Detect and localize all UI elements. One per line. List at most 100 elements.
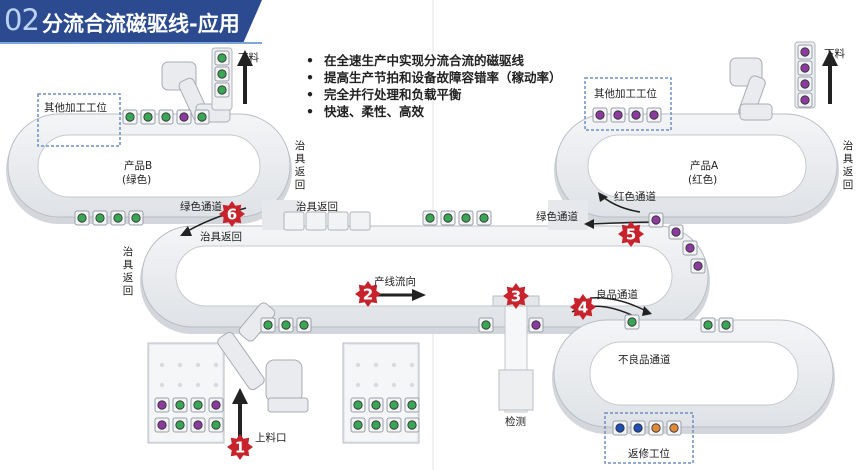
carrier-product: [703, 320, 713, 330]
pallet-slot: [373, 362, 379, 368]
carrier-product: [263, 320, 273, 330]
label-product-b: 产品B: [124, 160, 153, 172]
label-other-station-left: 其他加工工位: [44, 102, 107, 114]
label-red-channel: 红色通道: [614, 191, 656, 203]
label-repair-station: 返修工位: [628, 448, 670, 460]
bullet-item: 快速、柔性、高效: [304, 103, 562, 120]
pallet-slot: [159, 362, 165, 368]
carrier-product: [651, 215, 661, 225]
pallet-slot: [213, 382, 219, 388]
carrier-product: [531, 320, 541, 330]
label-fixture-return-right-upper: 治具返回: [842, 140, 854, 191]
pallet-slot: [355, 362, 361, 368]
pallet-slot: [159, 382, 165, 388]
arrow-unload-left-head: [237, 50, 253, 66]
carrier-product: [131, 213, 141, 223]
carrier-product: [721, 320, 731, 330]
carrier-product: [479, 213, 489, 223]
carrier-product: [193, 400, 203, 410]
carrier-product: [631, 110, 641, 120]
arrow-green-left-head: [180, 226, 192, 236]
carrier-group: [74, 44, 813, 436]
bullet-list: 在全速生产中实现分流合流的磁驱线 提高生产节拍和设备故障容错率（稼动率） 完全并…: [304, 52, 562, 120]
label-green-channel-right: 绿色通道: [536, 211, 578, 223]
station-box-other-right: [584, 77, 672, 131]
marker-star: [227, 434, 253, 460]
carrier-product: [211, 420, 221, 430]
arrow-flow-head: [412, 289, 426, 301]
carrier-product: [627, 317, 637, 327]
station-box-repair: [604, 412, 694, 464]
connector-right: [548, 200, 588, 230]
carrier-product: [615, 423, 625, 433]
carrier-product: [389, 400, 399, 410]
pallet-slot: [409, 382, 415, 388]
carrier-product: [125, 112, 135, 122]
section-number: 02: [4, 3, 40, 37]
bullet-item: 提高生产节拍和设备故障容错率（稼动率）: [304, 69, 562, 86]
carrier-product: [595, 110, 605, 120]
carrier-product: [217, 69, 227, 79]
label-product-a: 产品A: [690, 160, 719, 172]
arrow-green-right-head: [584, 219, 594, 229]
carrier-product: [371, 400, 381, 410]
carrier-product: [671, 227, 681, 237]
carrier-product: [217, 85, 227, 95]
pallet-slot: [409, 362, 415, 368]
carrier-product: [179, 112, 189, 122]
carrier-product: [211, 400, 221, 410]
label-other-station-right: 其他加工工位: [594, 88, 657, 100]
carrier-product: [281, 320, 291, 330]
marker-number: 2: [363, 286, 373, 304]
track-loop-defect: [552, 319, 835, 434]
carrier-product: [193, 420, 203, 430]
fixture-buffer: [283, 211, 371, 231]
carrier-product: [299, 320, 309, 330]
carrier-product: [175, 420, 185, 430]
carrier-product: [143, 112, 153, 122]
label-good-channel: 良品通道: [596, 289, 638, 301]
arrow-good-out: [589, 297, 649, 313]
pallet-slot: [391, 382, 397, 388]
pallet-slot: [195, 362, 201, 368]
marker-star: [355, 281, 381, 307]
carrier-product: [389, 420, 399, 430]
arrow-loading-head: [232, 388, 248, 404]
carrier-product: [613, 110, 623, 120]
label-product-b-color: (绿色): [122, 174, 152, 186]
carrier-product: [443, 213, 453, 223]
label-inspection: 检测: [505, 416, 526, 428]
pallet-slot: [373, 382, 379, 388]
pallet-slot: [177, 362, 183, 368]
track-loop-main: [140, 225, 710, 334]
label-green-channel-left: 绿色通道: [180, 201, 222, 213]
carrier-product: [669, 423, 679, 433]
label-fixture-return-left-upper: 治具返回: [294, 140, 306, 191]
robot-arm-bottom: [217, 302, 309, 413]
carrier-product: [481, 320, 491, 330]
carrier-product: [633, 423, 643, 433]
carrier-product: [800, 47, 810, 57]
bullet-item: 在全速生产中实现分流合流的磁驱线: [304, 52, 562, 69]
carrier-product: [407, 400, 417, 410]
carrier-product: [217, 53, 227, 63]
label-defect-channel: 不良品通道: [618, 354, 671, 366]
carrier-product: [461, 213, 471, 223]
carrier-product: [77, 213, 87, 223]
carrier-product: [651, 423, 661, 433]
marker-number: 3: [511, 288, 521, 306]
label-fixture-return-branch: 治具返回: [200, 231, 242, 243]
carrier-product: [371, 420, 381, 430]
title-bar: [0, 0, 262, 42]
carrier-product: [113, 213, 123, 223]
marker-star: [618, 221, 644, 247]
carrier-product: [693, 261, 703, 271]
bullet-item: 完全并行处理和负载平衡: [304, 86, 562, 103]
label-fixture-return-center: 治具返回: [296, 201, 338, 213]
marker-number: 1: [235, 439, 245, 457]
carrier-product: [157, 400, 167, 410]
carrier-product: [95, 213, 105, 223]
pallet-slot: [177, 382, 183, 388]
marker-number: 4: [578, 299, 588, 317]
